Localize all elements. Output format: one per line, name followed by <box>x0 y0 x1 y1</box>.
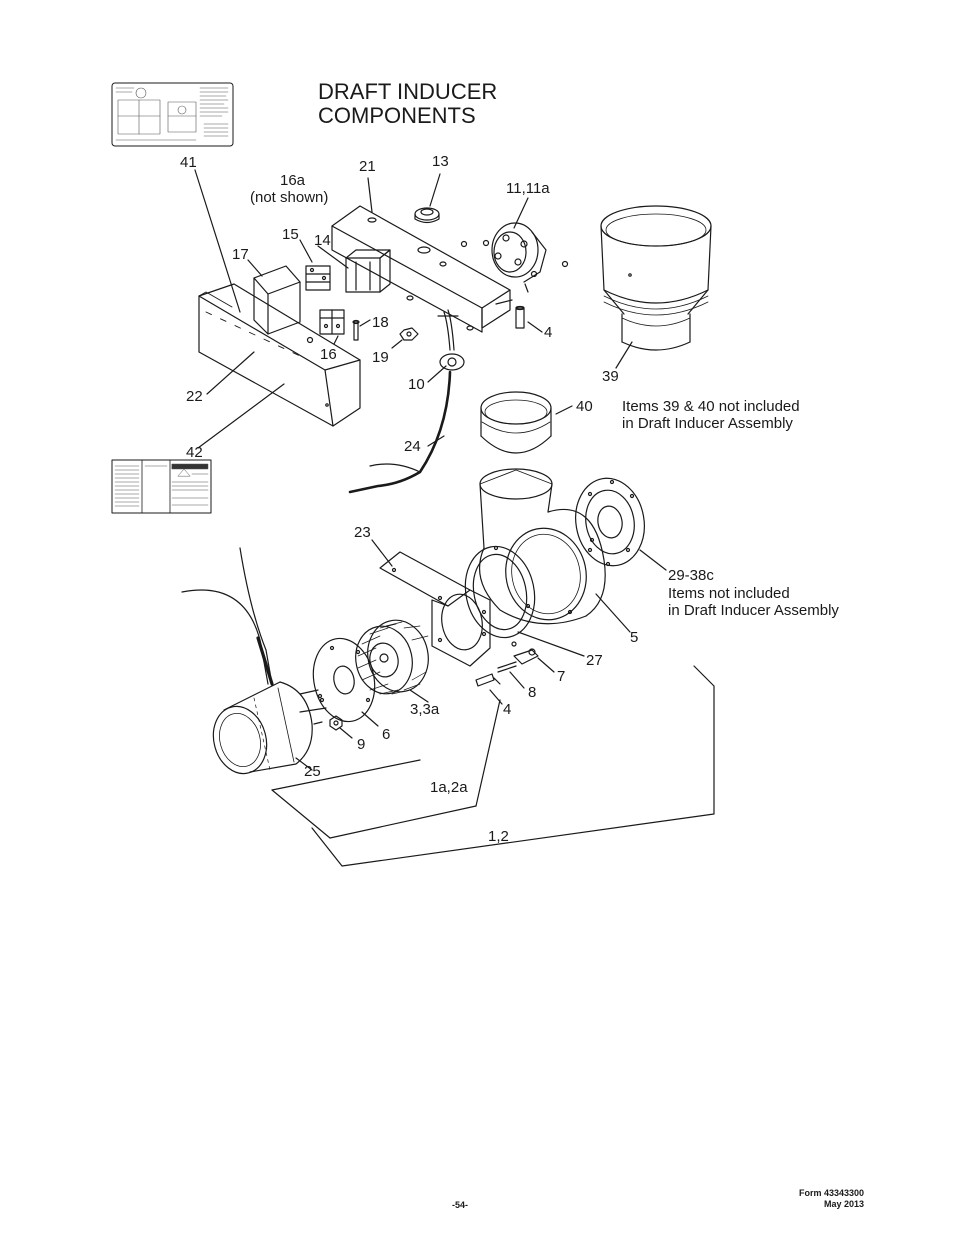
relay-box <box>253 265 301 335</box>
callout-22: 22 <box>186 388 203 405</box>
title-line-2: COMPONENTS <box>318 103 476 128</box>
callout-1-2: 1,2 <box>488 828 509 845</box>
note-29-38c-line-1: Items not included <box>668 585 790 602</box>
pins-screws <box>475 641 539 687</box>
form-date: May 2013 <box>823 1199 864 1209</box>
motor-bracket <box>379 551 491 667</box>
vent-transition <box>600 205 712 351</box>
page-title: DRAFT INDUCER COMPONENTS <box>318 80 497 128</box>
callout-5: 5 <box>630 629 639 646</box>
note-items-39-40: Items 39 & 40 not included in Draft Indu… <box>622 398 800 432</box>
callout-1a-2a: 1a,2a <box>430 779 468 796</box>
callout-18: 18 <box>372 314 389 331</box>
callout-17: 17 <box>232 246 249 263</box>
blower-housing <box>478 468 606 625</box>
callout-16a-note: (not shown) <box>250 189 329 206</box>
callout-4-top: 4 <box>544 324 553 341</box>
control-bracket <box>331 205 511 333</box>
junction-box <box>198 283 361 427</box>
callout-14: 14 <box>314 232 331 249</box>
callout-16a: 16a <box>280 172 306 189</box>
form-number: Form 43343300 <box>798 1188 864 1198</box>
note-39-40-line-2: in Draft Inducer Assembly <box>622 415 793 432</box>
vent-flange <box>575 477 645 567</box>
note-items-29-38c: Items not included in Draft Inducer Asse… <box>668 585 839 619</box>
callout-10: 10 <box>408 376 425 393</box>
transformer <box>345 249 391 293</box>
control-board <box>319 309 345 335</box>
grommet <box>414 207 440 224</box>
wire-harness <box>348 309 465 494</box>
callout-40: 40 <box>576 398 593 415</box>
callout-3-3a: 3,3a <box>410 701 440 718</box>
callout-19: 19 <box>372 349 389 366</box>
callout-4-bottom: 4 <box>503 701 512 718</box>
assembly-bracket-1a2a <box>271 699 501 839</box>
assembly-bracket-12 <box>311 665 715 867</box>
wiring-diagram-label <box>111 82 234 147</box>
terminal-block <box>305 265 331 291</box>
callout-25: 25 <box>304 763 321 780</box>
callout-13: 13 <box>432 153 449 170</box>
note-39-40-line-1: Items 39 & 40 not included <box>622 398 800 415</box>
coupling <box>480 391 552 454</box>
page-number: -54- <box>452 1200 469 1210</box>
note-29-38c-line-2: in Draft Inducer Assembly <box>668 602 839 619</box>
motor-plate <box>312 637 376 723</box>
callout-15: 15 <box>282 226 299 243</box>
callout-6: 6 <box>382 726 391 743</box>
callout-39: 39 <box>602 368 619 385</box>
form-info: Form 43343300 May 2013 <box>786 1188 864 1210</box>
callout-7: 7 <box>557 668 566 685</box>
spacer <box>515 305 525 329</box>
motor-leads <box>181 547 274 686</box>
title-line-1: DRAFT INDUCER <box>318 79 498 104</box>
pressure-switch <box>482 222 547 293</box>
motor-nut <box>329 715 343 731</box>
stud <box>352 319 360 341</box>
callout-8: 8 <box>528 684 537 701</box>
callout-24: 24 <box>404 438 421 455</box>
callout-41: 41 <box>180 154 197 171</box>
callout-21: 21 <box>359 158 376 175</box>
callout-23: 23 <box>354 524 371 541</box>
callout-11-11a: 11,11a <box>506 180 550 197</box>
callout-27: 27 <box>586 652 603 669</box>
callout-29-38c: 29-38c <box>668 567 714 584</box>
nut <box>399 327 419 341</box>
callout-9: 9 <box>357 736 366 753</box>
gasket <box>464 545 536 639</box>
callout-16: 16 <box>320 346 337 363</box>
warning-label <box>111 459 212 514</box>
callout-42: 42 <box>186 444 203 461</box>
blower-motor <box>212 681 327 775</box>
blower-wheel <box>355 619 429 695</box>
